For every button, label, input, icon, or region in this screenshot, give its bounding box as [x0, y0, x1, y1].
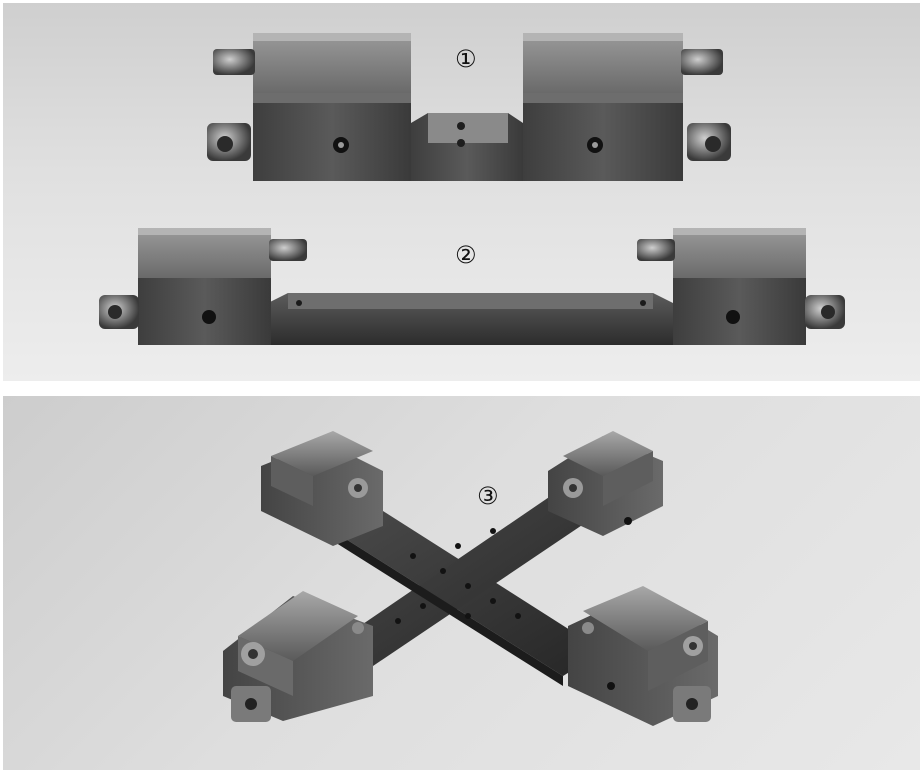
cross-assembly-3: [223, 431, 718, 726]
clamp-assembly-1: [207, 33, 731, 181]
clamp-assembly-2: [99, 228, 845, 345]
hydraulic-fitting-icon: [269, 239, 307, 261]
left-cylinder: [138, 228, 271, 278]
clamp-block-bottom-left: [223, 591, 373, 722]
clamp-block-top-left: [261, 431, 383, 546]
left-clamp-block: [138, 278, 271, 345]
bolt-hole: [457, 139, 465, 147]
cross-bolt-holes: [395, 528, 521, 624]
left-clamp-block: [253, 93, 411, 181]
top-panel: ① ②: [3, 3, 920, 381]
top-illustration: [99, 33, 845, 345]
hydraulic-fitting-icon: [637, 239, 675, 261]
bottom-illustration: [223, 431, 718, 726]
bolt-hole: [457, 122, 465, 130]
hydraulic-fitting-icon: [213, 49, 255, 75]
right-clamp-block: [673, 278, 806, 345]
right-clamp-block: [523, 93, 683, 181]
label-2: ②: [455, 241, 477, 269]
clamp-block-top-right: [548, 431, 663, 536]
right-center-port: [726, 310, 740, 324]
label-1: ①: [455, 45, 477, 73]
left-cylinder: [253, 33, 411, 93]
right-cylinder: [673, 228, 806, 278]
clamp-block-bottom-right: [568, 586, 718, 726]
label-3: ③: [477, 482, 499, 510]
left-center-port: [202, 310, 216, 324]
center-connector-top: [428, 113, 508, 143]
bottom-panel: ③: [3, 396, 920, 770]
cross-arm-b: [338, 491, 603, 666]
hydraulic-fitting-icon: [681, 49, 723, 75]
right-cylinder: [523, 33, 683, 93]
